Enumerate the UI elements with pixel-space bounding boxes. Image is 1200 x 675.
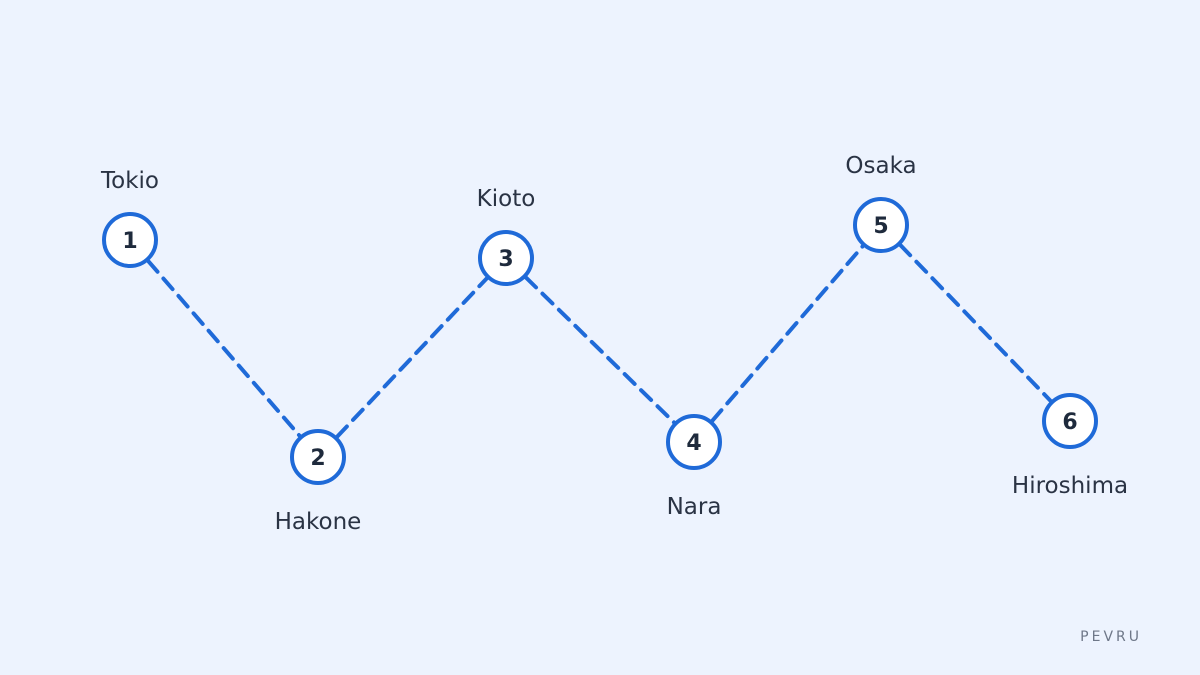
route-connector-5-6 bbox=[898, 243, 1053, 403]
stop-node-circle bbox=[1042, 393, 1098, 449]
stop-label: Osaka bbox=[845, 153, 916, 179]
route-connector-3-4 bbox=[524, 275, 676, 425]
stop-number: 6 bbox=[1062, 410, 1077, 435]
stop-label: Tokio bbox=[100, 168, 159, 194]
route-stop-tokio: 1 Tokio bbox=[100, 168, 159, 268]
route-connector-1-2 bbox=[146, 259, 302, 438]
route-connector-2-3 bbox=[335, 276, 489, 439]
stop-number: 3 bbox=[498, 247, 513, 272]
route-stop-osaka: 5 Osaka bbox=[845, 153, 917, 253]
stop-node-circle bbox=[853, 197, 909, 253]
stop-label: Hiroshima bbox=[1012, 473, 1128, 499]
stop-label: Hakone bbox=[275, 509, 362, 535]
stop-node-circle bbox=[666, 414, 722, 470]
stop-number: 2 bbox=[310, 446, 325, 471]
stop-number: 4 bbox=[686, 431, 701, 456]
stop-label: Kioto bbox=[477, 186, 536, 212]
brand-watermark: PEVRU bbox=[1080, 629, 1142, 645]
stop-node-circle bbox=[290, 429, 346, 485]
route-stop-kioto: 3 Kioto bbox=[477, 186, 536, 286]
stop-node-circle bbox=[478, 230, 534, 286]
stop-number: 5 bbox=[873, 214, 888, 239]
stop-label: Nara bbox=[667, 494, 722, 520]
stop-node-circle bbox=[102, 212, 158, 268]
stop-number: 1 bbox=[122, 229, 137, 254]
route-connector-4-5 bbox=[710, 244, 865, 423]
